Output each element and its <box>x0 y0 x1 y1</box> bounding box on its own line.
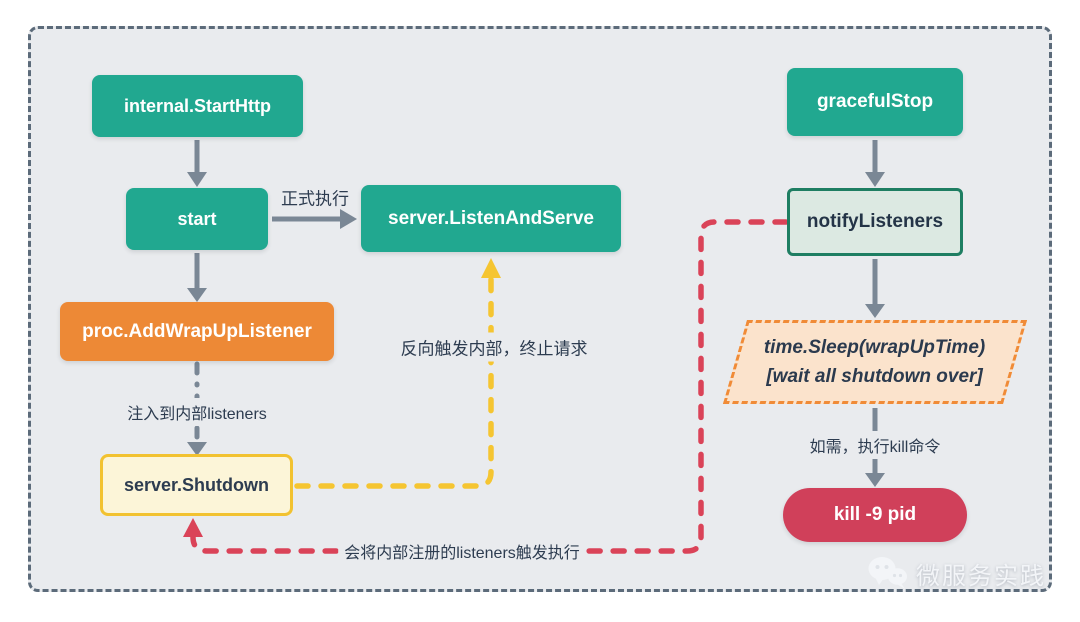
arrowhead-gracefulstop-to-notifylisteners <box>865 172 885 187</box>
node-internal-starthttp: internal.StartHttp <box>92 75 303 137</box>
arrowhead-internal-to-start <box>187 172 207 187</box>
arrowhead-addwrapup-to-shutdown <box>187 442 207 456</box>
wechat-icon <box>868 557 907 589</box>
node-kill-9-pid: kill -9 pid <box>783 488 967 542</box>
node-notifylisteners: notifyListeners <box>787 188 963 256</box>
edge-label-trigger-registered: 会将内部注册的listeners触发执行 <box>338 537 586 565</box>
arrowhead-sleep-to-kill <box>865 473 885 487</box>
edge-shutdown-to-listenandserve <box>294 274 494 489</box>
time-sleep-line2: [wait all shutdown over] <box>766 365 984 386</box>
arrowhead-start-to-listenandserve <box>340 209 357 229</box>
arrowhead-notifylisteners-to-sleep <box>865 304 885 318</box>
arrowhead-notifylisteners-to-shutdown <box>183 518 203 537</box>
red-trigger-edge <box>183 219 789 554</box>
edge-label-formal-execution: 正式执行 <box>281 189 349 209</box>
edge-label-reverse-trigger: 反向触发内部，终止请求 <box>394 332 594 362</box>
time-sleep-text: time.Sleep(wrapUpTime) [wait all shutdow… <box>764 334 985 391</box>
edge-notifylisteners-to-shutdown <box>190 219 789 554</box>
watermark: 微服务实践 <box>866 553 1046 593</box>
node-start: start <box>126 188 268 250</box>
node-time-sleep-parallelogram: time.Sleep(wrapUpTime) [wait all shutdow… <box>722 320 1028 404</box>
arrowhead-shutdown-to-listenandserve <box>481 258 501 278</box>
node-proc-addwrapuplistener: proc.AddWrapUpListener <box>60 302 334 361</box>
node-server-shutdown: server.Shutdown <box>100 454 293 516</box>
time-sleep-line1: time.Sleep(wrapUpTime) <box>764 336 986 358</box>
watermark-label: 微服务实践 <box>916 562 1046 590</box>
node-gracefulstop: gracefulStop <box>787 68 963 136</box>
yellow-feedback-edge <box>294 258 501 489</box>
edge-label-kill-if-needed: 如需，执行kill命令 <box>803 431 947 459</box>
edge-label-inject-listeners: 注入到内部listeners <box>121 398 273 426</box>
node-server-listenandserve: server.ListenAndServe <box>361 185 621 252</box>
arrowhead-start-to-addwrapuplistener <box>187 288 207 302</box>
